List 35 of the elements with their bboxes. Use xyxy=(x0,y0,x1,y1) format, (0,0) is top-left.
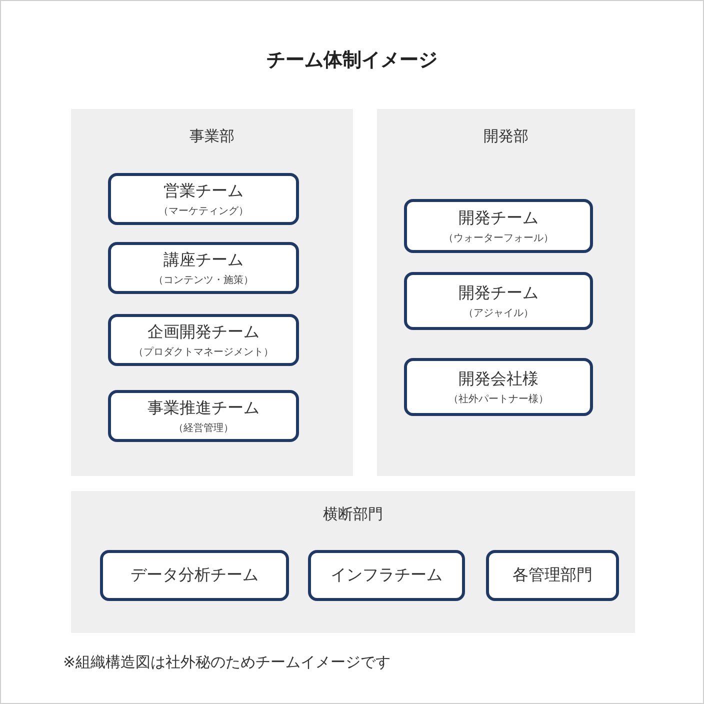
panel-heading: 事業部 xyxy=(188,127,236,146)
team-name: インフラチーム xyxy=(330,565,442,586)
team-box xyxy=(108,314,299,366)
team-box xyxy=(100,550,289,601)
team-description: （アジャイル） xyxy=(464,306,534,320)
team-box xyxy=(108,173,299,225)
team-box xyxy=(404,272,593,330)
department-panel xyxy=(71,109,353,476)
team-name: 企画開発チーム xyxy=(148,322,260,342)
panel-heading: 横断部門 xyxy=(322,505,384,524)
diagram-title: チーム体制イメージ xyxy=(266,48,438,73)
team-box xyxy=(108,390,299,442)
department-panel xyxy=(377,109,635,476)
footnote: ※組織構造図は社外秘のためチームイメージです xyxy=(63,653,391,672)
team-box xyxy=(308,550,465,601)
team-name: 開発会社様 xyxy=(458,368,538,390)
team-name: 講座チーム xyxy=(164,250,244,270)
team-name: 各管理部門 xyxy=(512,565,592,586)
team-box xyxy=(486,550,619,601)
team-name: データ分析チーム xyxy=(130,565,258,586)
team-description: （マーケティング） xyxy=(158,204,248,218)
team-box xyxy=(404,358,593,416)
team-name: 事業推進チーム xyxy=(148,398,260,418)
panel-heading: 開発部 xyxy=(482,127,530,146)
team-description: （ウォーターフォール） xyxy=(444,232,554,244)
team-description: （コンテンツ・施策） xyxy=(154,274,254,286)
team-box xyxy=(404,199,593,253)
team-box xyxy=(108,242,299,294)
team-description: （プロダクトマネージメント） xyxy=(134,346,274,358)
team-name: 開発チーム xyxy=(458,282,538,304)
team-name: 営業チーム xyxy=(164,180,244,202)
team-description: （経営管理） xyxy=(174,422,234,434)
team-name: 開発チーム xyxy=(458,208,538,228)
team-description: （社外パートナー様） xyxy=(448,392,548,406)
department-panel xyxy=(71,491,635,633)
